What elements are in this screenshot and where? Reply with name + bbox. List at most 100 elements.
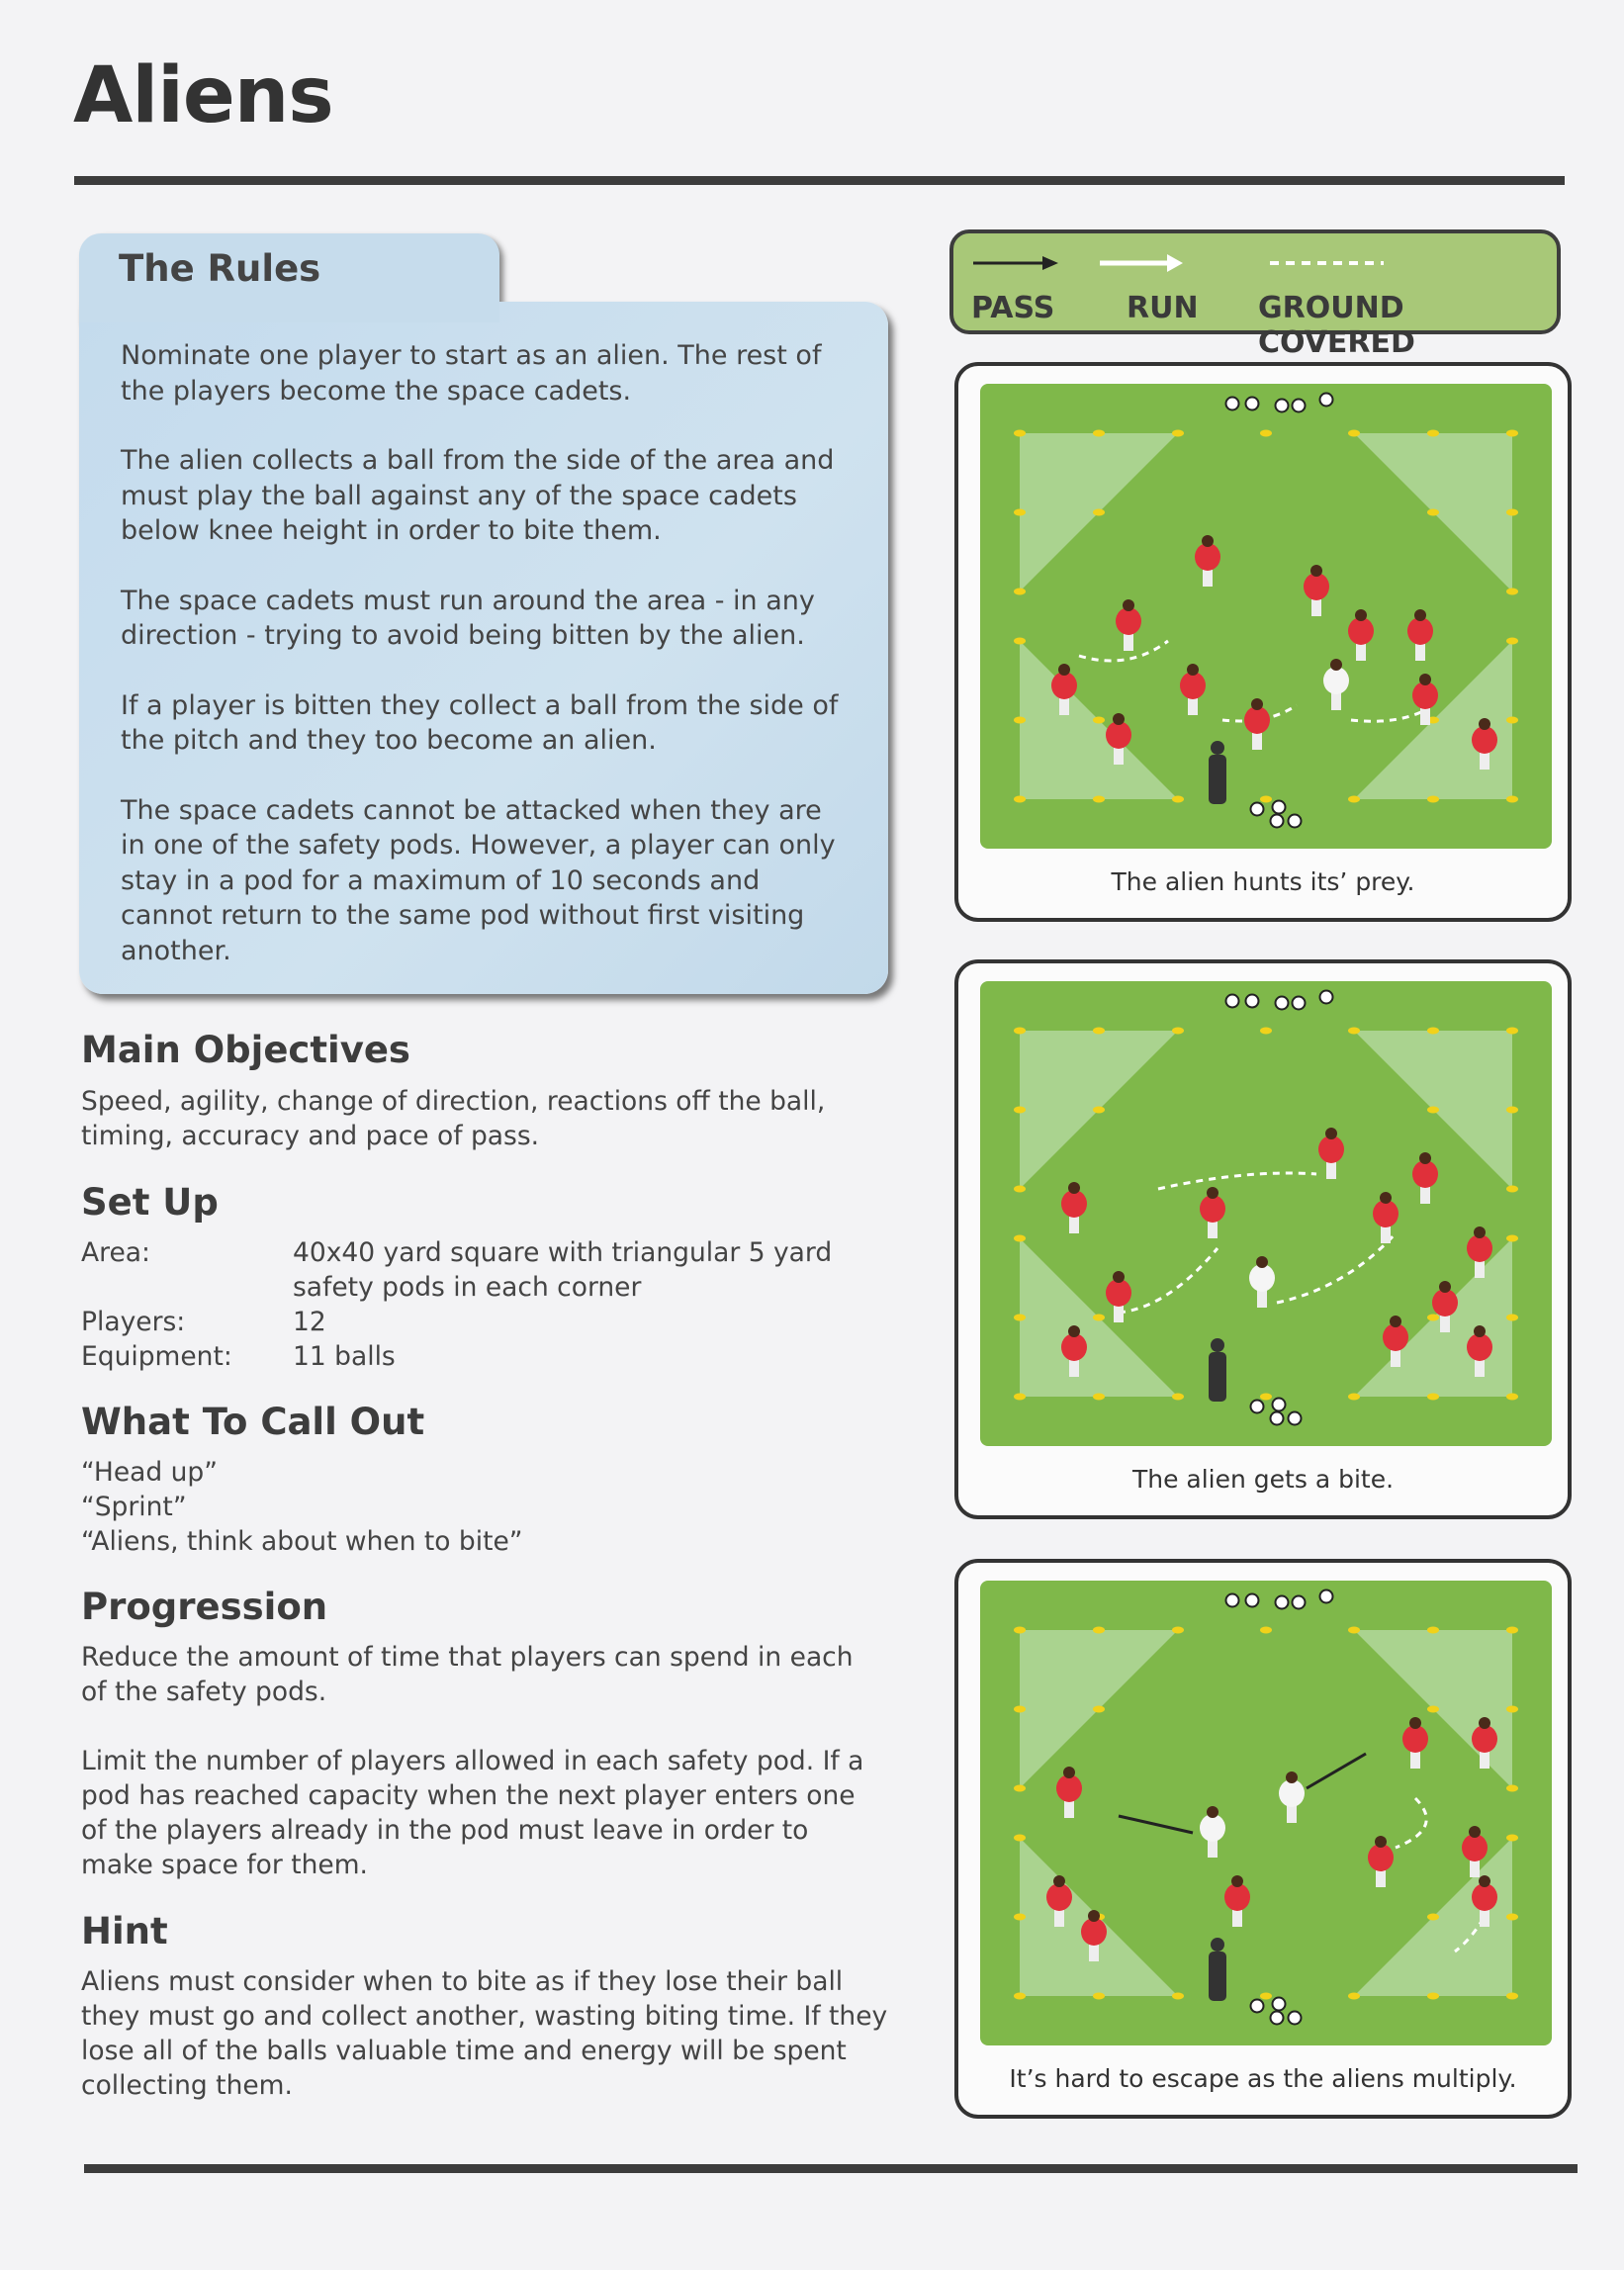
ball-icon [1244,993,1260,1009]
ball-icon [1224,993,1240,1009]
player-head [1474,1325,1486,1337]
player-legs [1059,693,1069,715]
player-legs [1475,1355,1485,1377]
set-up-value: 12 [293,1307,326,1337]
run-arrow-icon [1100,254,1183,272]
set-up-value: 40x40 yard square with triangular 5 yard… [293,1237,833,1303]
cone-marker [1172,1027,1184,1035]
cone-marker [1014,429,1026,437]
pitch-diagram [980,384,1552,849]
player-legs [1089,1940,1099,1961]
player-head [1469,1826,1481,1838]
cone-marker [1172,1992,1184,2000]
set-up-label: Players: [81,1307,186,1337]
player-legs [1208,1217,1218,1238]
player-head [1058,664,1070,676]
player-legs [1381,1222,1391,1243]
cone-marker [1172,429,1184,437]
cone-marker [1014,716,1026,724]
diagram-1: The alien hunts its’ prey. [954,362,1572,922]
space-cadet-player [1348,617,1374,645]
cone-marker [1506,429,1518,437]
main-objectives-heading: Main Objectives [81,1029,410,1071]
space-cadet-player [1051,672,1077,699]
cone-marker [1093,1705,1105,1713]
cone-marker [1014,1992,1026,2000]
cone-marker [1348,1393,1360,1401]
call-out-line: “Sprint” [81,1492,187,1522]
set-up-row: Equipment:11 balls [81,1339,902,1374]
space-cadet-player [1046,1883,1072,1911]
space-cadet-player [1224,1883,1250,1911]
cone-marker [1260,1027,1272,1035]
player-legs [1252,728,1262,750]
cone-marker [1506,716,1518,724]
space-cadet-player [1106,1279,1131,1307]
diagram-2: The alien gets a bite. [954,959,1572,1519]
player-legs [1069,1212,1079,1233]
set-up-table: Area:40x40 yard square with triangular 5… [81,1235,902,1374]
player-head [1375,1836,1387,1848]
player-legs [1188,693,1198,715]
cone-marker [1093,1314,1105,1321]
cone-marker [1014,637,1026,645]
cone-marker [1506,1027,1518,1035]
ball-icon [1224,396,1240,411]
space-cadet-player [1373,1200,1398,1227]
player-head [1202,535,1214,547]
space-cadet-player [1061,1333,1087,1361]
player-head [1409,1717,1421,1729]
space-cadet-player [1432,1289,1458,1317]
cone-marker [1427,1027,1439,1035]
progression-paragraph: Limit the number of players allowed in e… [81,1746,864,1880]
cone-marker [1172,795,1184,803]
rules-paragraph: The space cadets must run around the are… [121,585,815,652]
player-legs [1480,748,1489,770]
ball-icon [1271,1996,1287,2012]
player-legs [1440,1311,1450,1332]
player-head [1414,609,1426,621]
player-head [1113,713,1125,725]
space-cadet-player [1244,706,1270,734]
cone-marker [1093,1393,1105,1401]
cone-marker [1093,1106,1105,1114]
alien-player [1279,1779,1305,1807]
player-head [1068,1182,1080,1194]
set-up-row: Area:40x40 yard square with triangular 5… [81,1235,902,1305]
cone-marker [1093,508,1105,516]
cone-marker [1427,1913,1439,1921]
player-legs [1232,1905,1242,1927]
player-legs [1480,1747,1489,1769]
player-legs [1257,1286,1267,1308]
player-head [1053,1875,1065,1887]
call-out-line: “Head up” [81,1457,218,1488]
cone-marker [1506,1626,1518,1634]
cone-marker [1506,1234,1518,1242]
space-cadet-player [1081,1918,1107,1946]
cone-marker [1506,1913,1518,1921]
rules-paragraph: Nominate one player to start as an alien… [121,340,822,407]
ground-covered-path [1118,1247,1219,1315]
space-cadet-player [1472,726,1497,754]
space-cadet-player [1116,607,1141,635]
ball-icon [1224,1592,1240,1608]
player-legs [1124,629,1133,651]
cone-marker [1427,1106,1439,1114]
space-cadet-player [1402,1725,1428,1753]
player-head [1479,718,1490,730]
cone-marker [1260,1626,1272,1634]
space-cadet-player [1412,1160,1438,1188]
ball-icon [1274,1594,1290,1610]
ball-icon [1318,392,1334,408]
alien-player [1249,1264,1275,1292]
space-cadet-player [1368,1844,1394,1871]
player-legs [1311,594,1321,616]
cone-marker [1014,1393,1026,1401]
cone-marker [1014,1234,1026,1242]
player-head [1479,1717,1490,1729]
ball-icon [1269,2010,1285,2026]
cone-marker [1348,1027,1360,1035]
cone-marker [1014,795,1026,803]
player-legs [1415,639,1425,661]
main-objectives-text: Speed, agility, change of direction, rea… [81,1086,826,1151]
